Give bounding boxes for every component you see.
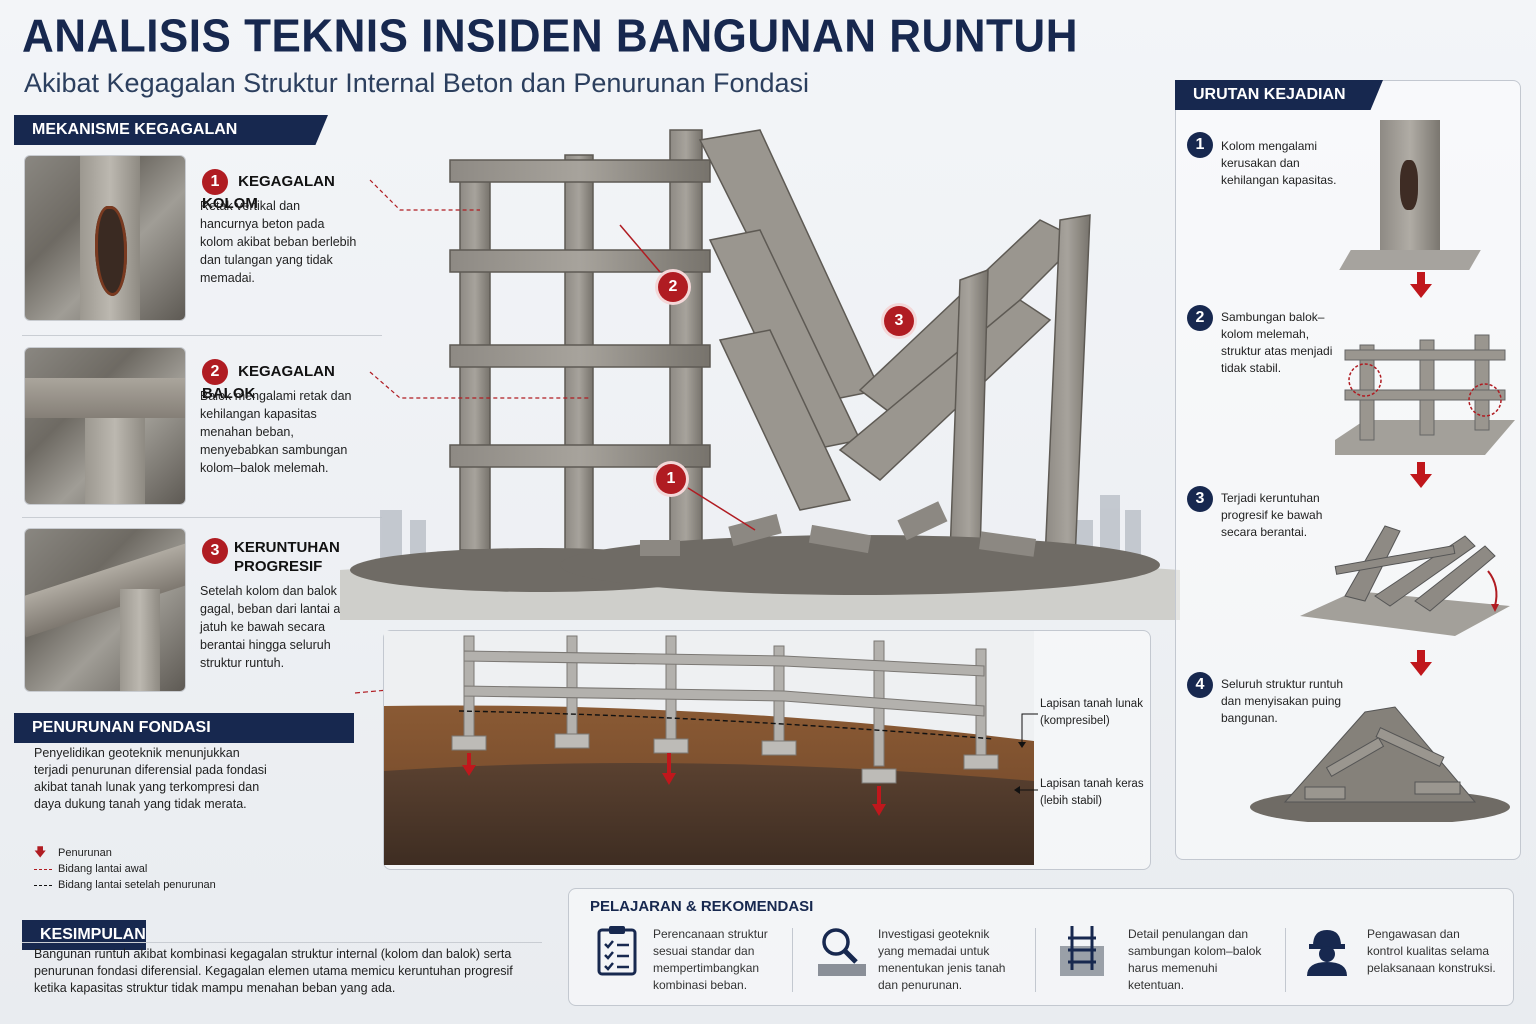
mekanisme-item-1: 1 KEGAGALAN KOLOM Retak vertikal dan han… <box>22 155 362 325</box>
step-number: 1 <box>1187 132 1213 158</box>
urutan-panel <box>1175 80 1521 860</box>
page-title: ANALISIS TEKNIS INSIDEN BANGUNAN RUNTUH <box>22 10 1078 63</box>
frame-joint-image <box>1335 334 1515 455</box>
mekanisme-header: MEKANISME KEGAGALAN <box>14 115 328 145</box>
mekanisme-desc: Setelah kolom dan balok gagal, beban dar… <box>200 584 358 670</box>
rekomendasi-text: Detail penulangan dan sambungan kolom–ba… <box>1128 927 1262 992</box>
building-marker-1: 1 <box>656 464 686 494</box>
mekanisme-title: KEGAGALAN KOLOM <box>202 172 335 212</box>
divider <box>22 335 382 336</box>
number-badge: 3 <box>202 538 228 564</box>
fondasi-desc: Penyelidikan geoteknik menunjukkan terja… <box>34 746 267 811</box>
legend-settlement: 🡇 Penurunan <box>34 845 274 861</box>
urutan-step-1: 1 Kolom mengalami kerusakan dan kehilang… <box>1175 120 1521 270</box>
step-text: Seluruh struktur runtuh dan menyisakan p… <box>1221 677 1344 725</box>
divider <box>1035 928 1036 992</box>
mekanisme-title: KEGAGALAN BALOK <box>202 362 335 402</box>
fondasi-legend: 🡇 Penurunan Bidang lantai awal Bidang la… <box>34 845 274 893</box>
legend-after-floor: Bidang lantai setelah penurunan <box>34 877 274 893</box>
divider <box>22 517 382 518</box>
urutan-header: URUTAN KEJADIAN <box>1175 80 1383 110</box>
fondasi-header: PENURUNAN FONDASI <box>14 713 354 743</box>
progressive-collapse-photo <box>24 528 186 692</box>
step-text: Terjadi keruntuhan progresif ke bawah se… <box>1221 491 1323 539</box>
step-number: 3 <box>1187 486 1213 512</box>
damaged-column-image <box>1380 120 1440 260</box>
sequence-arrow-head <box>1410 474 1432 488</box>
sequence-arrow <box>1417 650 1425 662</box>
progressive-collapse-image <box>1300 525 1510 636</box>
sequence-arrow <box>1417 272 1425 284</box>
legend-initial-floor: Bidang lantai awal <box>34 861 274 877</box>
red-dashed-line-icon <box>34 868 52 870</box>
beam-failure-photo <box>24 347 186 505</box>
sequence-arrow-head <box>1410 284 1432 298</box>
worker-helmet-icon <box>1307 930 1347 976</box>
rekomendasi-text: Pengawasan dan kontrol kualitas selama p… <box>1367 927 1496 975</box>
urutan-step-2: 2 Sambungan balok–kolom melemah, struktu… <box>1175 305 1521 455</box>
building-marker-2: 2 <box>658 272 688 302</box>
step-number: 4 <box>1187 672 1213 698</box>
number-badge: 2 <box>202 359 228 385</box>
sequence-arrow-head <box>1410 662 1432 676</box>
black-dashed-line-icon <box>34 884 52 886</box>
hard-soil-label: Lapisan tanah keras (lebih stabil) <box>1040 778 1144 807</box>
soil-label-pointers <box>1014 713 1038 794</box>
kesimpulan-text: Bangunan runtuh akibat kombinasi kegagal… <box>34 947 513 995</box>
step-text: Kolom mengalami kerusakan dan kehilangan… <box>1221 139 1337 187</box>
sequence-arrow <box>1417 462 1425 474</box>
rekomendasi-text: Investigasi geoteknik yang memadai untuk… <box>878 927 1006 992</box>
urutan-step-3: 3 Terjadi keruntuhan progresif ke bawah … <box>1175 486 1521 636</box>
down-arrow-icon: 🡇 <box>34 844 47 859</box>
step-text: Sambungan balok–kolom melemah, struktur … <box>1221 310 1333 375</box>
divider <box>22 942 542 943</box>
mekanisme-item-3: 3 KERUNTUHAN PROGRESIF Setelah kolom dan… <box>22 528 362 694</box>
rekomendasi-item-3: Detail penulangan dan sambungan kolom–ba… <box>1050 920 1275 1000</box>
mekanisme-desc: Retak vertikal dan hancurnya beton pada … <box>200 199 357 285</box>
mekanisme-title: KERUNTUHAN PROGRESIF <box>234 539 340 575</box>
foundation-settlement-diagram <box>384 631 1034 865</box>
mekanisme-item-2: 2 KEGAGALAN BALOK Balok mengalami retak … <box>22 347 362 507</box>
rekomendasi-header: PELAJARAN & REKOMENDASI <box>590 898 814 915</box>
column-failure-photo <box>24 155 186 321</box>
kesimpulan-header: KESIMPULAN <box>22 920 146 950</box>
mekanisme-desc: Balok mengalami retak dan kehilangan kap… <box>200 389 352 475</box>
rubble-pile-image <box>1250 706 1510 822</box>
rekomendasi-item-1: Perencanaan struktur sesuai standar dan … <box>585 920 810 1000</box>
building-marker-3: 3 <box>884 306 914 336</box>
soft-soil-label: Lapisan tanah lunak (kompresibel) <box>1040 698 1143 727</box>
divider <box>792 928 793 992</box>
rebar-detail-icon <box>1060 926 1104 976</box>
rekomendasi-text: Perencanaan struktur sesuai standar dan … <box>653 927 768 992</box>
clipboard-checklist-icon <box>597 926 637 976</box>
page-subtitle: Akibat Kegagalan Struktur Internal Beton… <box>24 68 810 98</box>
rekomendasi-panel <box>568 888 1514 1006</box>
divider <box>1285 928 1286 992</box>
rekomendasi-item-4: Pengawasan dan kontrol kualitas selama p… <box>1295 920 1510 1000</box>
urutan-step-4: 4 Seluruh struktur runtuh dan menyisakan… <box>1175 672 1521 832</box>
rekomendasi-item-2: Investigasi geoteknik yang memadai untuk… <box>810 920 1035 1000</box>
step-number: 2 <box>1187 305 1213 331</box>
magnifier-soil-icon <box>818 928 866 976</box>
number-badge: 1 <box>202 169 228 195</box>
